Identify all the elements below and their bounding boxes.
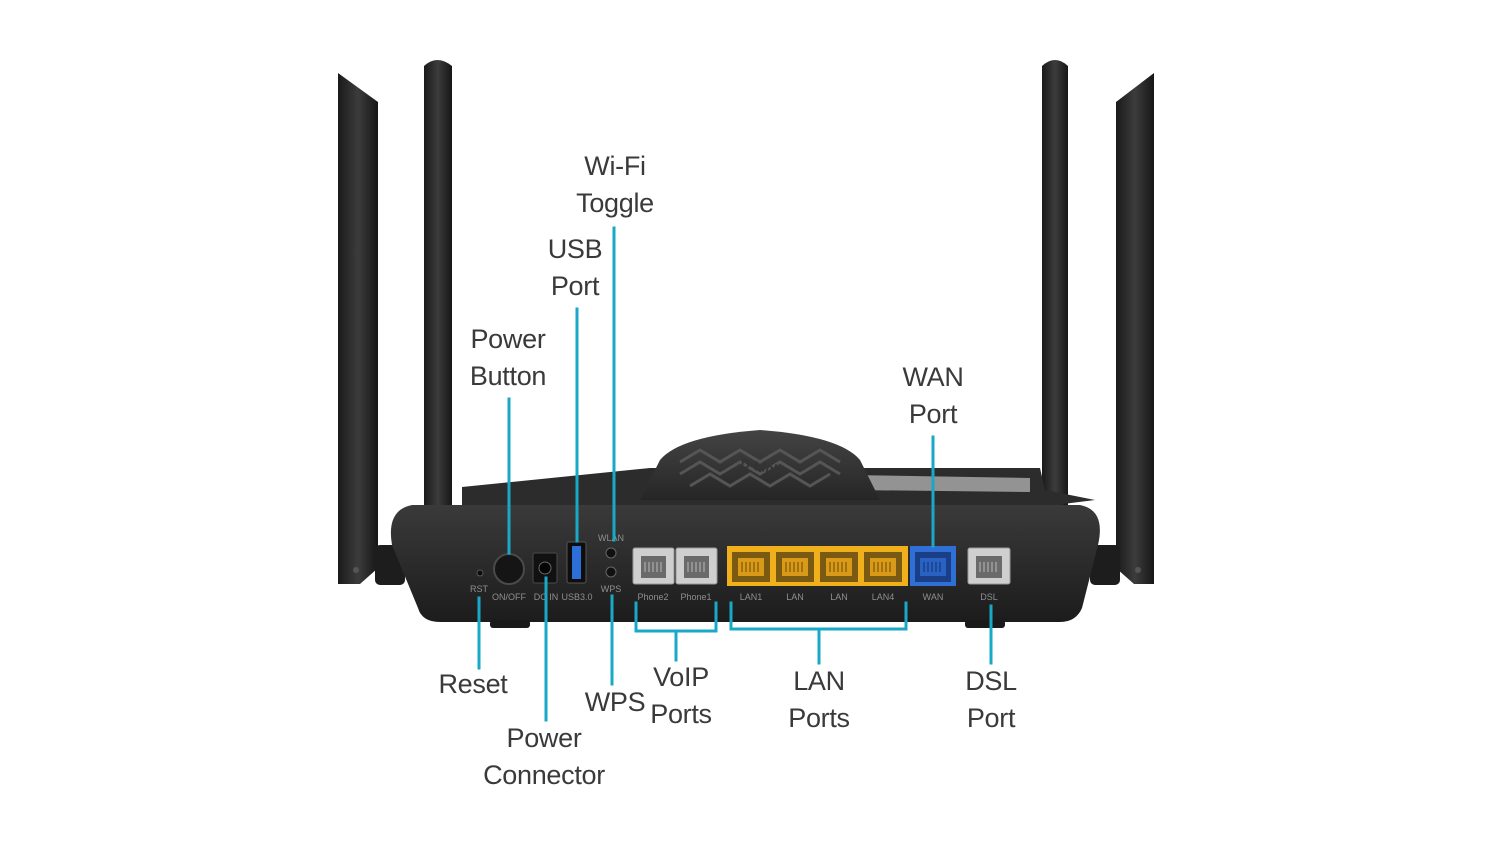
callout-wifi-toggle-line2: Toggle [576, 188, 654, 218]
callout-wan-port: WAN Port [902, 359, 963, 433]
port-label-phone1: Phone1 [680, 592, 711, 602]
callout-reset: Reset [438, 666, 507, 703]
phone2-port[interactable] [632, 547, 675, 585]
antenna-inner-left [424, 60, 452, 560]
callout-voip-ports-line1: VoIP [653, 662, 709, 692]
wifi-toggle-button[interactable] [605, 547, 617, 559]
lan2-port[interactable] [776, 552, 814, 582]
reset-hole[interactable] [476, 569, 484, 577]
callout-dsl-port: DSL Port [965, 663, 1017, 737]
foot-left [490, 620, 530, 628]
callout-dsl-port-line2: Port [966, 703, 1016, 733]
wps-button[interactable] [605, 566, 617, 578]
dsl-port[interactable] [967, 547, 1011, 585]
callout-reset-line1: Reset [438, 669, 508, 699]
lan3-port[interactable] [820, 552, 858, 582]
callout-power-button: Power Button [469, 321, 547, 395]
leader-lan-ports [729, 601, 908, 665]
port-label-onoff: ON/OFF [492, 592, 526, 602]
callout-power-connector-line2: Connector [483, 760, 605, 790]
callout-wan-port-line1: WAN [902, 362, 964, 392]
callout-usb-port-line2: Port [550, 271, 600, 301]
callout-wifi-toggle: Wi-Fi Toggle [576, 148, 654, 222]
callout-voip-ports-line2: Ports [650, 699, 712, 729]
dc-in-hole [538, 561, 552, 575]
port-label-dsl: DSL [980, 592, 998, 602]
port-label-rst: RST [470, 584, 489, 594]
wan-port[interactable] [910, 546, 956, 586]
leader-voip-ports [634, 601, 718, 662]
callout-lan-ports-line2: Ports [788, 703, 850, 733]
callout-usb-port: USB Port [548, 231, 603, 305]
callout-lan-ports-line1: LAN [793, 666, 845, 696]
callout-wifi-toggle-line1: Wi-Fi [584, 151, 646, 181]
brand-logo: D-Link [740, 456, 783, 478]
callout-power-button-line1: Power [470, 324, 546, 354]
lan4-port[interactable] [864, 552, 902, 582]
port-label-lan3: LAN [830, 592, 848, 602]
antenna-outer-right [1116, 73, 1154, 584]
port-label-lan2: LAN [786, 592, 804, 602]
callout-power-connector-line1: Power [506, 723, 582, 753]
callout-usb-port-line1: USB [547, 234, 603, 264]
phone1-port[interactable] [675, 547, 718, 585]
lan1-port[interactable] [732, 552, 770, 582]
usb-port-insert [572, 546, 581, 579]
port-label-phone2: Phone2 [637, 592, 668, 602]
callout-wan-port-line2: Port [908, 399, 958, 429]
antenna-outer-left [338, 73, 378, 584]
callout-power-connector: Power Connector [483, 720, 605, 794]
callout-wps: WPS [585, 684, 646, 721]
antenna-inner-right [1042, 60, 1068, 560]
callout-voip-ports: VoIP Ports [650, 659, 712, 733]
top-shell-highlight [850, 475, 1030, 492]
port-label-lan4: LAN4 [872, 592, 895, 602]
port-label-wan: WAN [923, 592, 944, 602]
callout-wps-line1: WPS [584, 687, 646, 717]
callout-power-button-line2: Button [469, 361, 547, 391]
foot-right [965, 620, 1005, 628]
callout-lan-ports: LAN Ports [788, 663, 850, 737]
callout-dsl-port-line1: DSL [965, 666, 1017, 696]
port-label-wlan: WLAN [598, 533, 624, 543]
antenna-hinge-right [1090, 545, 1120, 585]
port-label-lan1: LAN1 [740, 592, 763, 602]
port-label-wps: WPS [601, 584, 622, 594]
vent-hump: D-Link [640, 430, 880, 500]
port-label-usb: USB3.0 [561, 592, 592, 602]
power-button[interactable] [493, 553, 525, 585]
